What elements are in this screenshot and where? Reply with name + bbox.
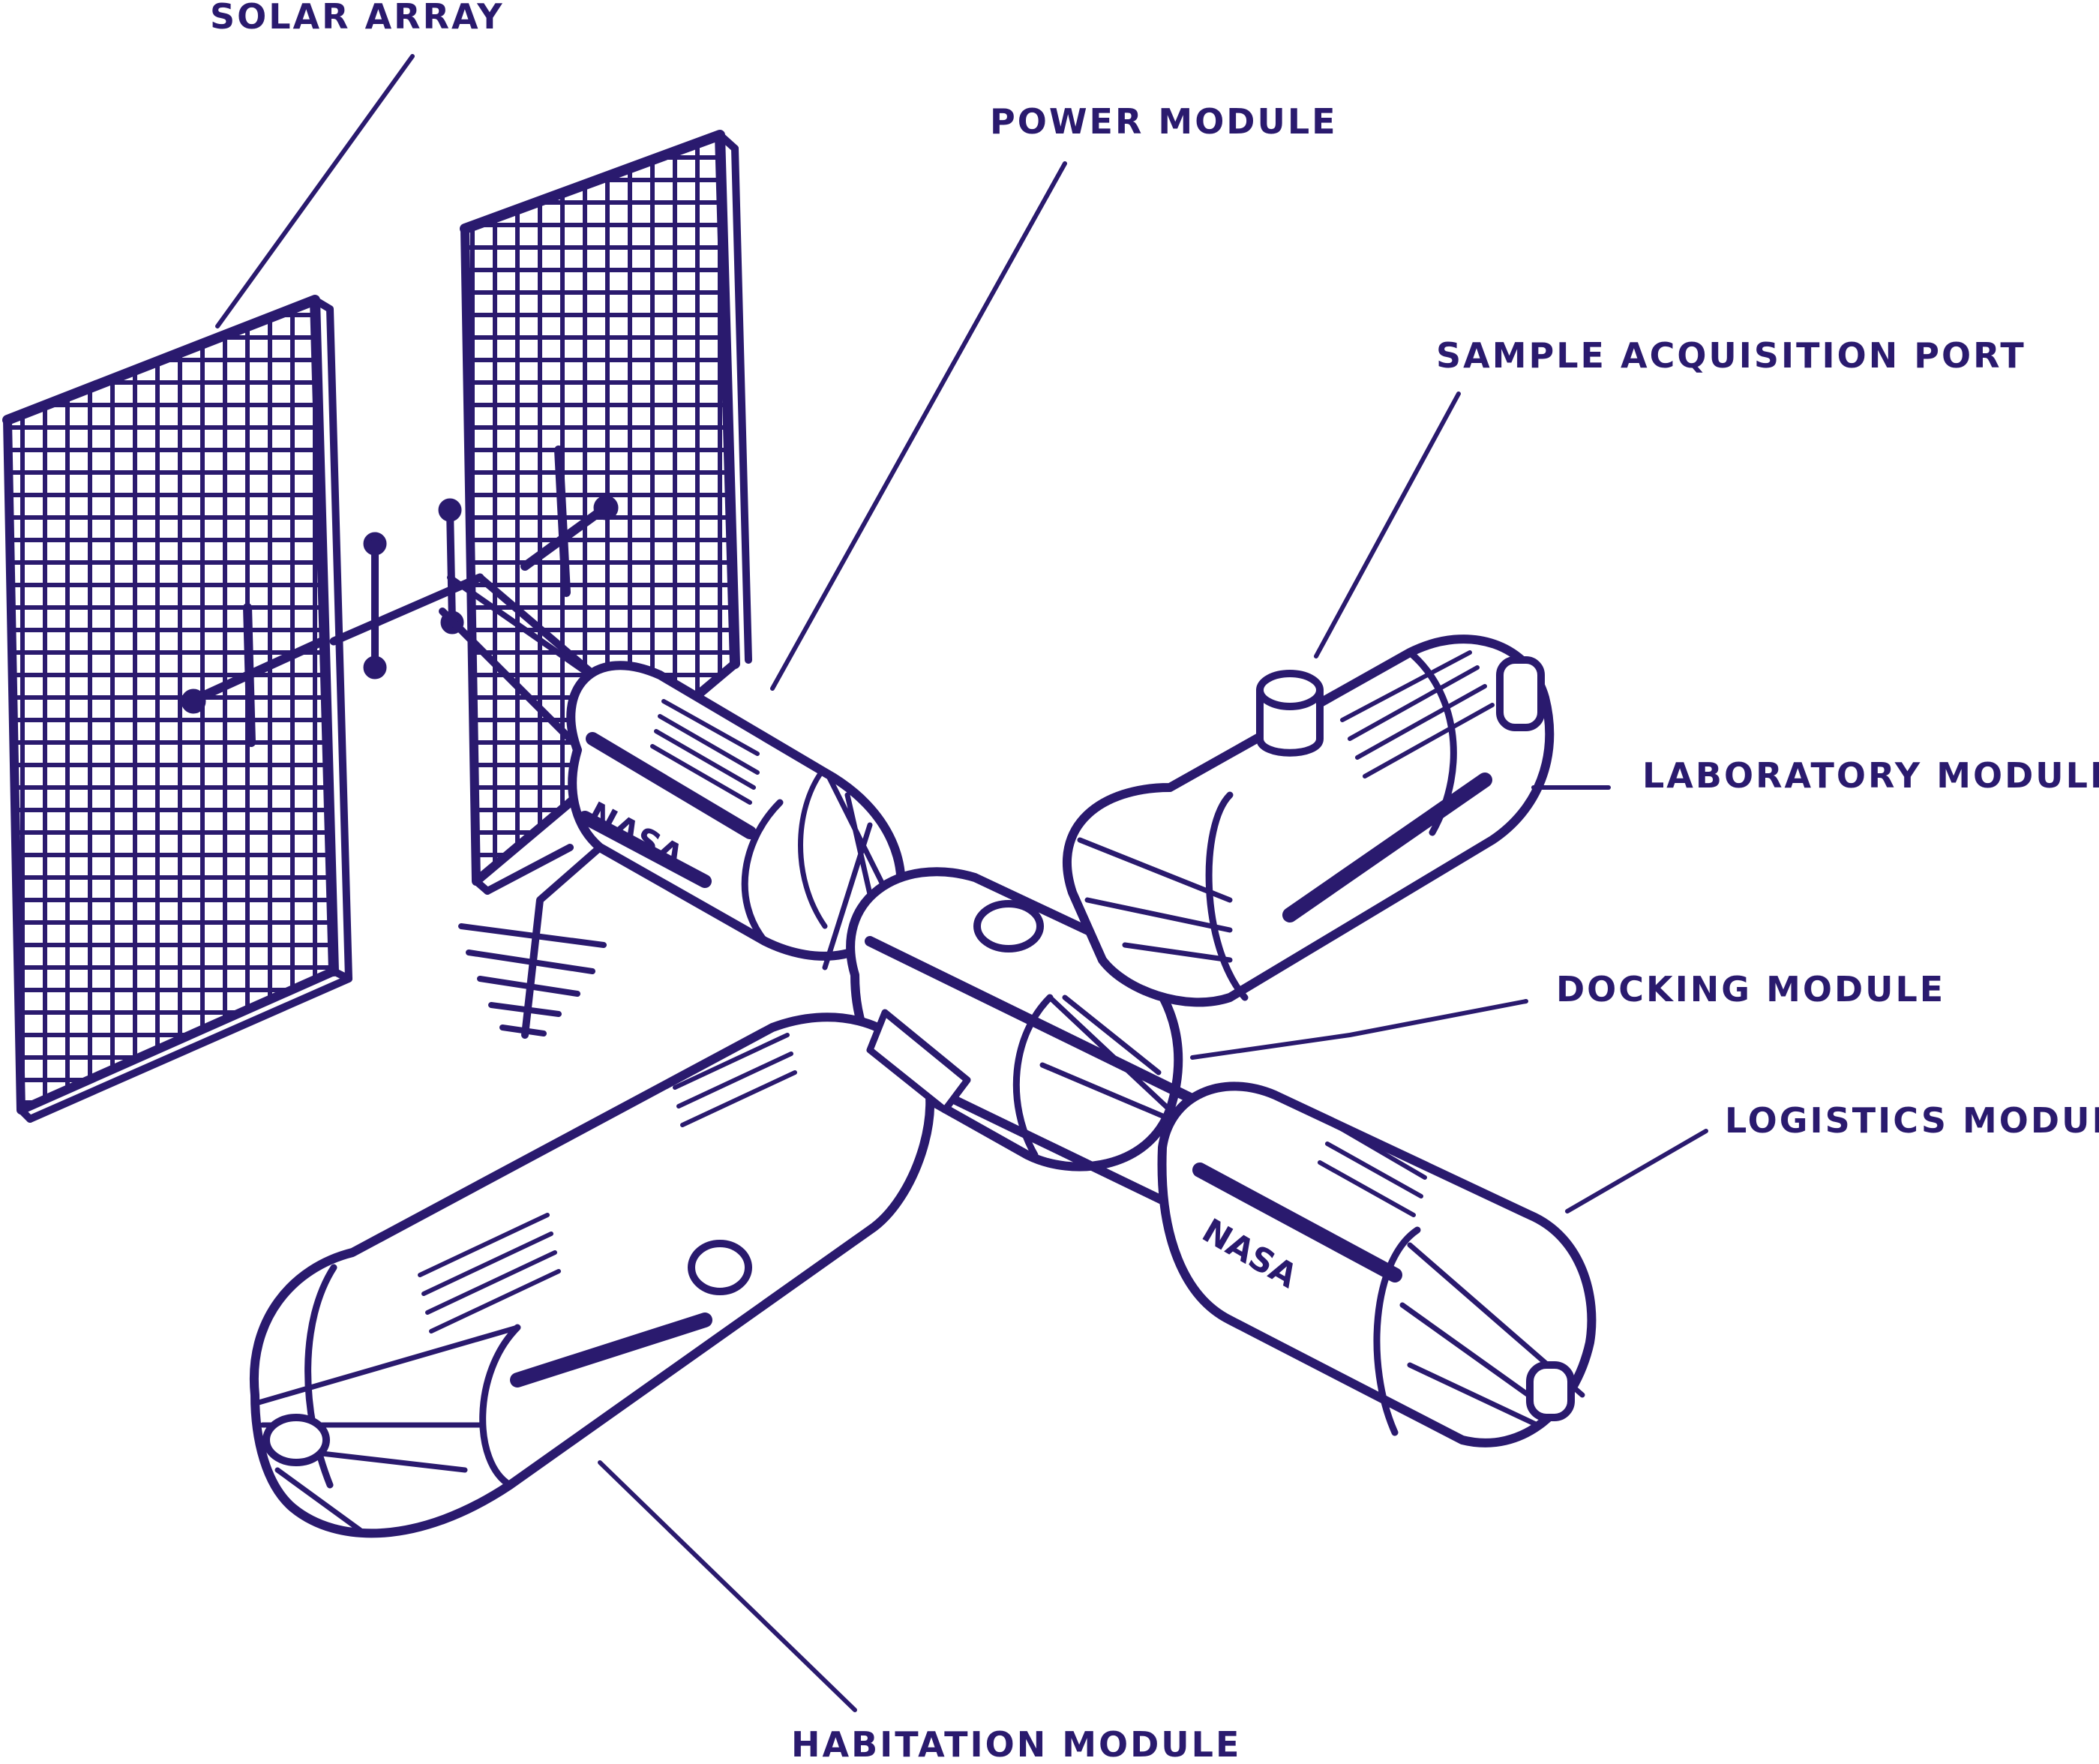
logistics-module <box>1162 1086 1592 1442</box>
leader-docking-module <box>1192 1001 1526 1058</box>
leader-logistics-module <box>1567 1131 1706 1211</box>
label-solar-array: SOLAR ARRAY <box>210 0 505 37</box>
label-power-module: POWER MODULE <box>990 101 1338 142</box>
sample-acquisition-port <box>1260 674 1320 753</box>
laboratory-module <box>1067 639 1549 1002</box>
label-habitation-module: HABITATION MODULE <box>791 1724 1241 1764</box>
label-laboratory-module: LABORATORY MODULE <box>1642 755 2099 796</box>
leader-sample-acquisition-port <box>1316 394 1459 656</box>
label-sample-acquisition-port: SAMPLE ACQUISITION PORT <box>1436 335 2026 376</box>
leader-habitation-module <box>600 1462 855 1710</box>
leader-solar-array <box>217 56 412 326</box>
label-logistics-module: LOGISTICS MODULE <box>1725 1100 2099 1141</box>
leader-power-module <box>772 164 1065 688</box>
habitation-module <box>254 1012 967 1533</box>
label-docking-module: DOCKING MODULE <box>1556 969 1945 1010</box>
solar-array-left <box>7 300 349 1119</box>
